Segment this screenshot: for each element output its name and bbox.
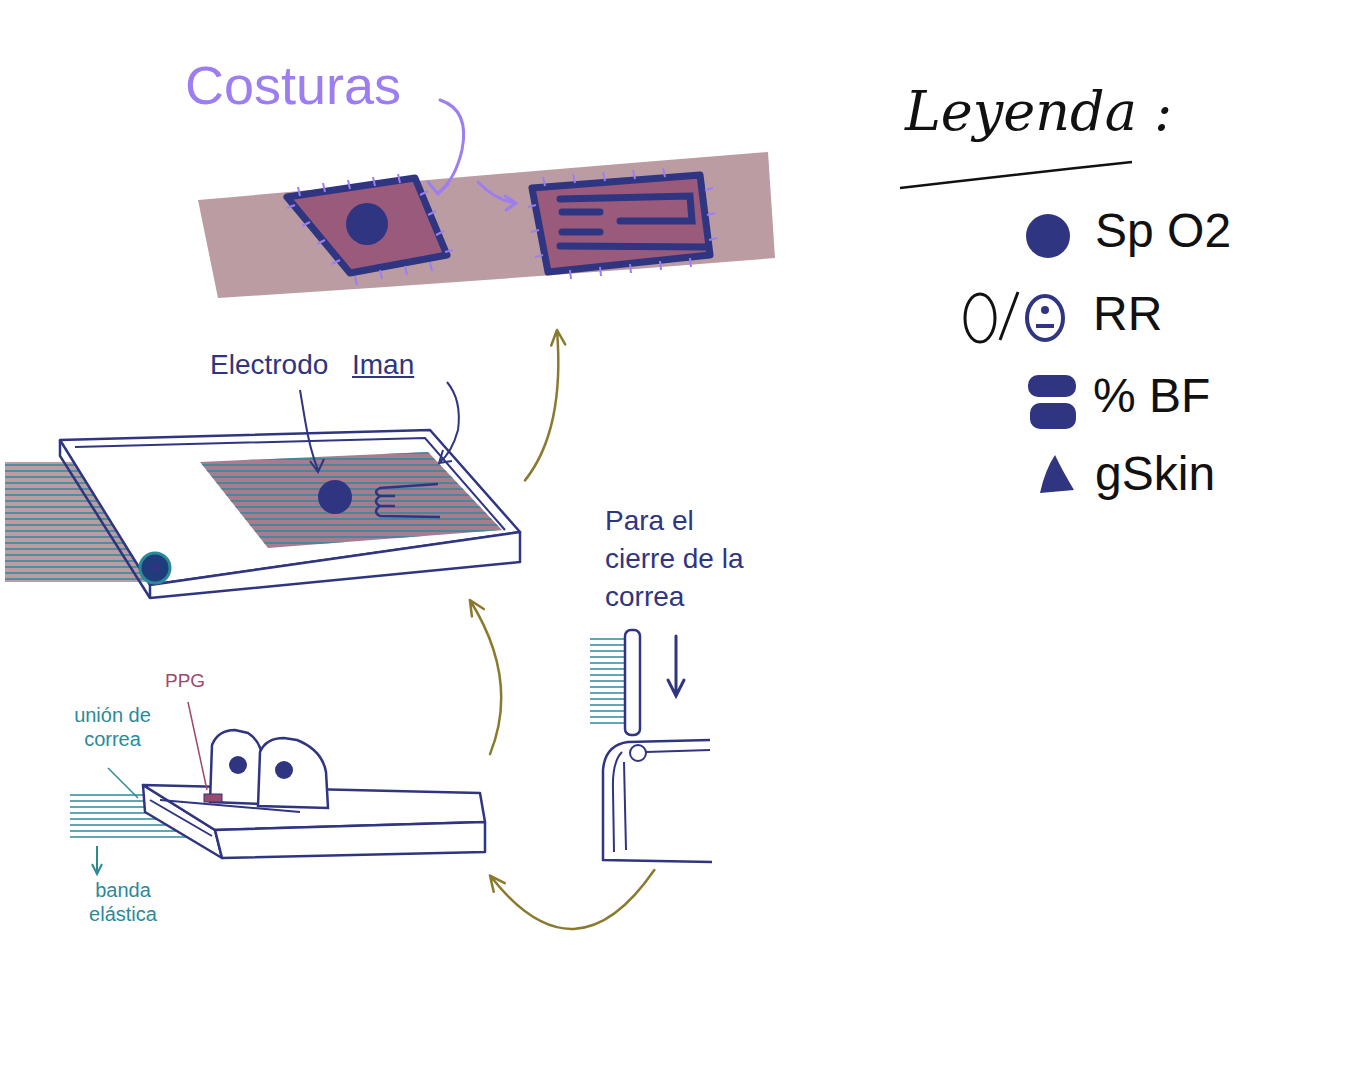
- part-label: Costuras: [185, 53, 401, 118]
- illustration-part: Para el cierre de la correa: [585, 500, 795, 870]
- part-label: Electrodo: [210, 348, 328, 382]
- clip-sensor: [229, 756, 247, 774]
- stitches: [528, 168, 717, 279]
- spo2-electrode: [318, 480, 352, 514]
- comb-electrode: [560, 196, 708, 247]
- part-label: banda elástica: [73, 878, 173, 926]
- flow-arrow-line: [525, 330, 565, 480]
- comb-electrode: [376, 484, 440, 517]
- part-label: PPG: [165, 670, 205, 693]
- tray-front: [150, 532, 520, 598]
- legend-symbol: [1027, 296, 1063, 340]
- hinge-magnet-core: [150, 563, 160, 573]
- costuras-arrow: [428, 100, 464, 194]
- electrode-patch: [532, 175, 710, 272]
- base-front: [215, 822, 485, 858]
- closure-bar: [625, 630, 640, 735]
- legend-symbol: [1000, 292, 1018, 340]
- stitches: [287, 174, 453, 285]
- leader-line: [108, 768, 138, 798]
- legend-symbol: [965, 294, 995, 342]
- leader-line: [188, 702, 207, 790]
- part-label: unión de correa: [60, 703, 165, 751]
- flow-arrow: [490, 870, 654, 929]
- leader-arrow: [92, 846, 102, 874]
- illustration-part: PPGunión de correa banda elástica: [55, 665, 490, 935]
- leader-line: [300, 390, 324, 472]
- legend-symbol: [1030, 403, 1076, 429]
- legend-text: % BF: [1093, 370, 1210, 423]
- spo2-electrode: [346, 203, 388, 245]
- closure-pin: [630, 745, 646, 761]
- closure-arrow: [668, 636, 684, 696]
- legend-underline: [900, 162, 1132, 188]
- part-label: Para el cierre de la correa: [605, 502, 770, 616]
- flow-arrow: [525, 330, 565, 480]
- tray-side: [60, 440, 150, 598]
- legend-text: gSkin: [1095, 448, 1215, 501]
- illustration-part: Costuras: [185, 45, 785, 330]
- electrode-patch: [287, 178, 447, 273]
- illustration-part: Electrodo Iman: [0, 340, 525, 600]
- flow-arrow: [470, 600, 501, 754]
- leader-line: [439, 382, 459, 463]
- legend-symbol: [1028, 375, 1076, 397]
- closure-hook: [613, 750, 710, 852]
- clip-sensor: [275, 761, 293, 779]
- closure-buckle: [603, 740, 712, 862]
- ppg-sensor: [204, 794, 222, 802]
- flow-arrow-line: [470, 600, 501, 754]
- hinge-magnet: [140, 553, 170, 583]
- legend-symbol: [1041, 306, 1049, 314]
- legend-text: Sp O2: [1095, 205, 1231, 258]
- legend-symbol: [1026, 214, 1070, 258]
- clip-tab: [258, 738, 328, 808]
- legend-symbol: [1040, 455, 1074, 493]
- part-label: Iman: [352, 348, 414, 382]
- closure-hatch: [590, 636, 625, 726]
- costuras-arrow: [478, 182, 516, 210]
- legend-text: RR: [1093, 288, 1162, 341]
- legend-symbol: [1036, 324, 1054, 328]
- tray-pad: [200, 452, 502, 548]
- strap-band: [198, 152, 775, 298]
- clip-tab: [210, 730, 262, 804]
- flow-arrow-line: [490, 870, 654, 929]
- tray-pad-hatch: [200, 452, 502, 548]
- legend-heading: Leyenda :: [905, 82, 1172, 141]
